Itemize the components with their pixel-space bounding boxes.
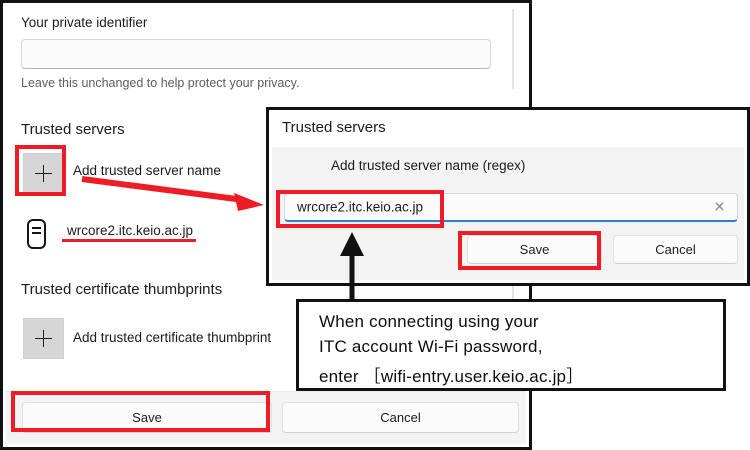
dialog-sub-label: Add trusted server name (regex) bbox=[331, 158, 526, 173]
trusted-server-name-value: wrcore2.itc.keio.ac.jp bbox=[297, 199, 424, 215]
private-identifier-label: Your private identifier bbox=[21, 15, 148, 30]
add-trusted-server-button[interactable] bbox=[23, 153, 64, 194]
dialog-cancel-button[interactable]: Cancel bbox=[613, 235, 738, 264]
callout-line-3: enter ［wifi-entry.user.keio.ac.jp］ bbox=[319, 367, 584, 386]
trusted-servers-dialog: Trusted servers Add trusted server name … bbox=[266, 107, 750, 286]
dialog-panel: Add trusted server name (regex) wrcore2.… bbox=[272, 147, 744, 280]
trusted-servers-heading: Trusted servers bbox=[21, 121, 125, 138]
server-icon bbox=[27, 219, 46, 249]
private-identifier-hint: Leave this unchanged to help protect you… bbox=[21, 76, 300, 90]
instruction-callout: When connecting using your ITC account W… bbox=[296, 299, 726, 391]
callout-line-1: When connecting using your bbox=[319, 312, 539, 331]
window-footer: Save Cancel bbox=[6, 391, 526, 444]
trusted-server-entry[interactable]: wrcore2.itc.keio.ac.jp bbox=[67, 223, 194, 238]
highlight-server-entry-underline bbox=[62, 239, 196, 242]
private-identifier-input[interactable] bbox=[21, 39, 491, 69]
dialog-title: Trusted servers bbox=[282, 119, 386, 136]
plus-icon bbox=[35, 330, 52, 347]
cancel-button[interactable]: Cancel bbox=[282, 402, 519, 433]
plus-icon bbox=[35, 165, 52, 182]
dialog-save-button[interactable]: Save bbox=[467, 235, 602, 264]
trusted-server-name-input[interactable]: wrcore2.itc.keio.ac.jp ✕ bbox=[284, 193, 738, 222]
add-trusted-thumbprint-button[interactable] bbox=[23, 318, 64, 359]
eap-properties-window: Your private identifier Leave this uncha… bbox=[0, 0, 532, 450]
close-icon[interactable]: ✕ bbox=[713, 198, 726, 215]
save-button[interactable]: Save bbox=[22, 402, 272, 433]
scrollbar-thumb-upper[interactable] bbox=[512, 9, 514, 89]
add-trusted-server-label: Add trusted server name bbox=[73, 163, 221, 178]
callout-line-2: ITC account Wi-Fi password, bbox=[319, 337, 543, 356]
window-content-area: Your private identifier Leave this uncha… bbox=[3, 3, 529, 392]
trusted-thumbprints-heading: Trusted certificate thumbprints bbox=[21, 281, 223, 298]
add-trusted-thumbprint-label: Add trusted certificate thumbprint bbox=[73, 330, 272, 345]
